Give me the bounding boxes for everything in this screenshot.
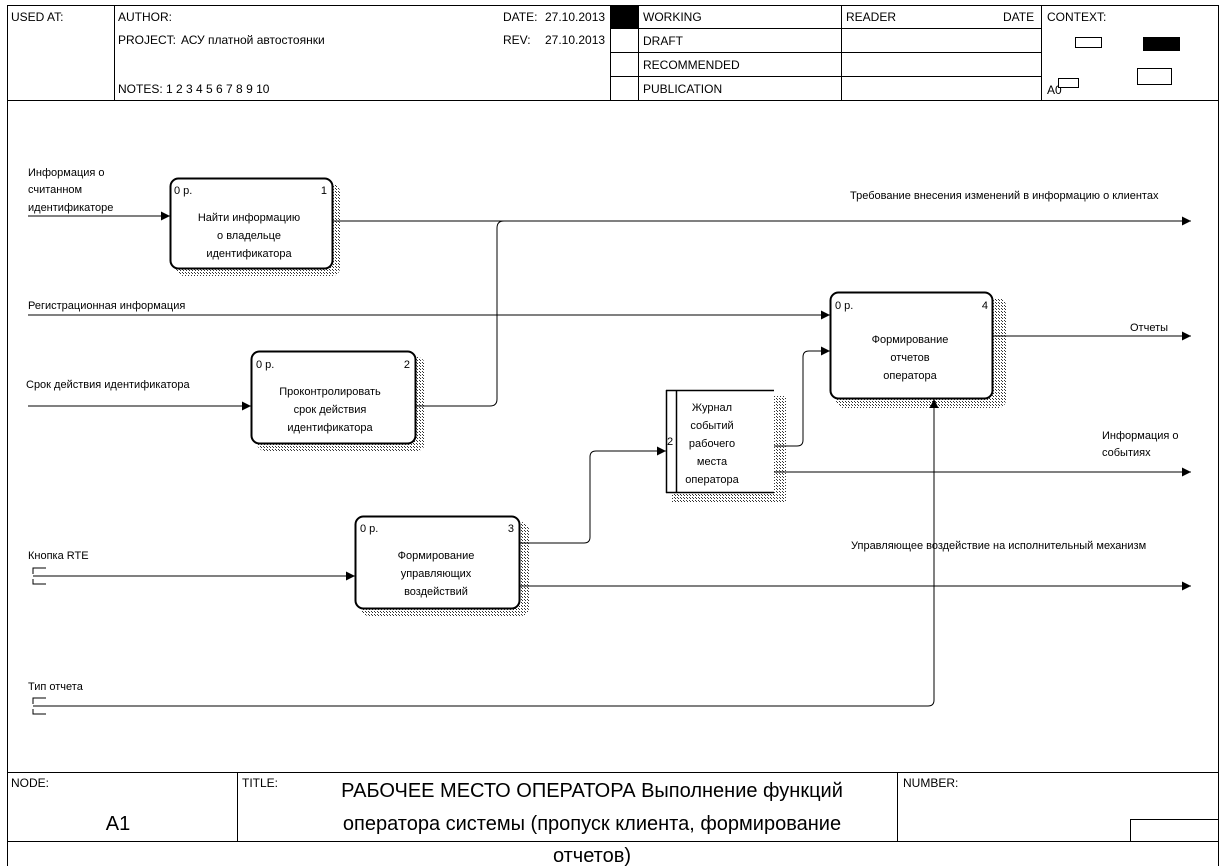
reader-label: READER — [846, 10, 896, 24]
activity-box-3[interactable]: 0 р. 3 Формирование управляющих воздейст… — [354, 515, 530, 617]
box-1-line-2: о владельце — [217, 230, 281, 242]
status-working-marker — [611, 6, 638, 28]
store-line-5: оператора — [685, 474, 739, 486]
box-3-number: 3 — [508, 523, 514, 535]
box-3-line-2: управляющих — [401, 568, 472, 580]
node-label: NODE: — [11, 776, 49, 790]
project-value: АСУ платной автостоянки — [181, 33, 325, 47]
arrow-box2-to-change-request[interactable] — [416, 220, 505, 407]
box-3-cost: 0 р. — [360, 523, 378, 535]
box-4-line-1: Формирование — [872, 334, 949, 346]
status-recommended: RECOMMENDED — [643, 58, 740, 72]
label-report-type: Тип отчета — [28, 681, 84, 693]
store-line-2: событий — [690, 420, 733, 432]
used-at-label: USED AT: — [11, 10, 63, 24]
rev-label: REV: — [503, 33, 531, 47]
label-control-action: Управляющее воздействие на исполнительны… — [851, 540, 1146, 552]
box-4-number: 4 — [982, 300, 988, 312]
box-3-line-1: Формирование — [398, 550, 475, 562]
box-2-line-2: срок действия — [294, 404, 367, 416]
label-registration-info: Регистрационная информация — [28, 300, 185, 312]
footer-frame — [7, 772, 1219, 842]
box-2-cost: 0 р. — [256, 359, 274, 371]
label-expiry-date: Срок действия идентификатора — [26, 379, 190, 391]
number-label: NUMBER: — [903, 776, 958, 790]
label-events-info-2: событиях — [1102, 447, 1151, 459]
context-thumbnail — [1058, 37, 1180, 88]
label-identifier-info-2: считанном — [28, 184, 82, 196]
notes-value: 1 2 3 4 5 6 7 8 9 10 — [166, 82, 270, 96]
data-store-journal[interactable]: 2 Журнал событий рабочего места оператор… — [665, 389, 786, 502]
context-label: CONTEXT: — [1047, 10, 1106, 24]
project-label: PROJECT: — [118, 33, 176, 47]
status-draft: DRAFT — [643, 34, 684, 48]
box-1-cost: 0 р. — [174, 185, 192, 197]
box-1-number: 1 — [321, 185, 327, 197]
title-label: TITLE: — [242, 776, 278, 790]
box-1-line-1: Найти информацию — [198, 212, 300, 224]
box-4-cost: 0 р. — [835, 300, 853, 312]
reader-date-label: DATE — [1003, 10, 1034, 24]
box-2-number: 2 — [404, 359, 410, 371]
box-4-line-2: отчетов — [890, 352, 929, 364]
box-3-line-3: воздействий — [404, 586, 468, 598]
box-2-line-3: идентификатора — [287, 422, 373, 434]
label-rte-button: Кнопка RTE — [28, 550, 89, 562]
label-identifier-info-1: Информация о — [28, 167, 105, 179]
title-line-3: отчетов) — [553, 845, 631, 866]
activity-box-4[interactable]: 0 р. 4 Формирование отчетов оператора — [829, 291, 1007, 409]
store-line-4: места — [697, 456, 728, 468]
activity-box-1[interactable]: 0 р. 1 Найти информацию о владельце иден… — [169, 177, 341, 277]
store-line-1: Журнал — [692, 402, 732, 414]
title-line-2: оператора системы (пропуск клиента, форм… — [343, 813, 841, 835]
header-frame — [7, 5, 1219, 866]
notes-label: NOTES: — [118, 82, 163, 96]
label-identifier-info-3: идентификаторе — [28, 202, 113, 214]
author-label: AUTHOR: — [118, 10, 172, 24]
box-1-line-3: идентификатора — [206, 248, 292, 260]
date-label: DATE: — [503, 10, 537, 24]
box-2-line-1: Проконтролировать — [279, 386, 381, 398]
node-value: A1 — [106, 813, 130, 835]
status-working: WORKING — [643, 10, 702, 24]
activity-box-2[interactable]: 0 р. 2 Проконтролировать срок действия и… — [250, 350, 426, 452]
store-number: 2 — [667, 436, 673, 448]
label-reports: Отчеты — [1130, 322, 1168, 334]
tunnel-brackets — [32, 567, 46, 715]
arrow-report-type[interactable] — [33, 399, 939, 707]
status-publication: PUBLICATION — [643, 82, 722, 96]
date-value: 27.10.2013 — [545, 10, 605, 24]
label-events-info-1: Информация о — [1102, 430, 1179, 442]
arrow-store-to-box4[interactable] — [774, 346, 830, 447]
store-line-3: рабочего — [689, 438, 735, 450]
label-change-request: Требование внесения изменений в информац… — [850, 190, 1159, 202]
rev-value: 27.10.2013 — [545, 33, 605, 47]
arrow-box3-to-store[interactable] — [520, 446, 666, 544]
box-4-line-3: оператора — [883, 370, 937, 382]
title-line-1: РАБОЧЕЕ МЕСТО ОПЕРАТОРА Выполнение функц… — [341, 780, 843, 802]
